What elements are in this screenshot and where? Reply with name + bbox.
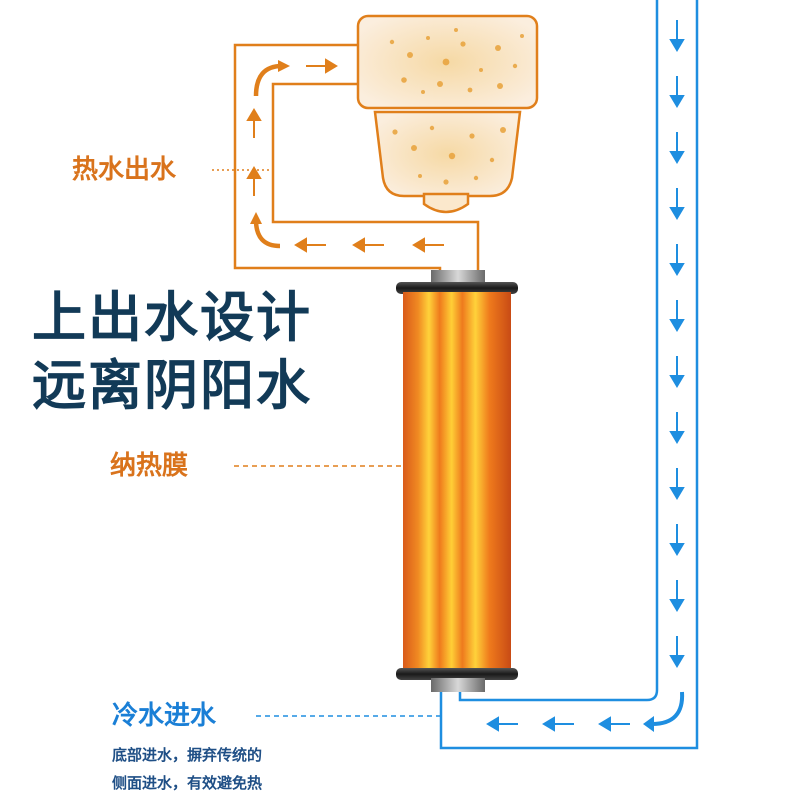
curved-arrow-icon <box>253 60 290 97</box>
hot-water-out-label: 热水出水 <box>72 155 177 185</box>
arrow-up-icon <box>246 108 262 138</box>
cold-water-channel <box>458 0 659 702</box>
arrow-down-icon <box>669 300 685 332</box>
arrow-left-icon <box>598 716 630 732</box>
arrow-left-icon <box>352 237 384 253</box>
hot-flow-arrows <box>246 58 444 253</box>
bubbles <box>389 28 524 185</box>
nano-film-label: 纳热膜 <box>110 451 189 481</box>
note-line-2: 侧面进水，有效避免热 <box>112 774 263 792</box>
arrow-down-icon <box>669 580 685 612</box>
arrow-down-icon <box>669 356 685 388</box>
heating-tube <box>396 270 518 692</box>
cold-water-in-label: 冷水进水 <box>112 701 217 731</box>
arrow-down-icon <box>669 636 685 668</box>
arrow-down-icon <box>669 188 685 220</box>
arrow-left-icon <box>294 237 326 253</box>
arrow-down-icon <box>669 76 685 108</box>
cold-water-channel-outer <box>439 0 699 750</box>
arrow-down-icon <box>669 244 685 276</box>
arrow-down-icon <box>669 524 685 556</box>
note-line-1: 底部进水，摒弃传统的 <box>112 746 263 764</box>
headline-line-1: 上出水设计 <box>32 286 312 349</box>
arrow-down-icon <box>669 132 685 164</box>
hot-water-channel-inner <box>271 82 480 280</box>
cold-down-arrows <box>669 20 685 668</box>
curved-arrow-icon <box>643 691 685 732</box>
arrow-down-icon <box>669 20 685 52</box>
curved-arrow-icon <box>250 212 281 249</box>
arrow-down-icon <box>669 412 685 444</box>
cold-left-arrows <box>486 691 685 732</box>
headline-line-2: 远离阴阳水 <box>32 354 312 417</box>
arrow-left-icon <box>486 716 518 732</box>
arrow-left-icon <box>412 237 444 253</box>
arrow-down-icon <box>669 468 685 500</box>
hot-water-tank <box>356 14 539 214</box>
arrow-up-icon <box>246 166 262 196</box>
arrow-right-icon <box>306 58 338 74</box>
arrow-left-icon <box>542 716 574 732</box>
